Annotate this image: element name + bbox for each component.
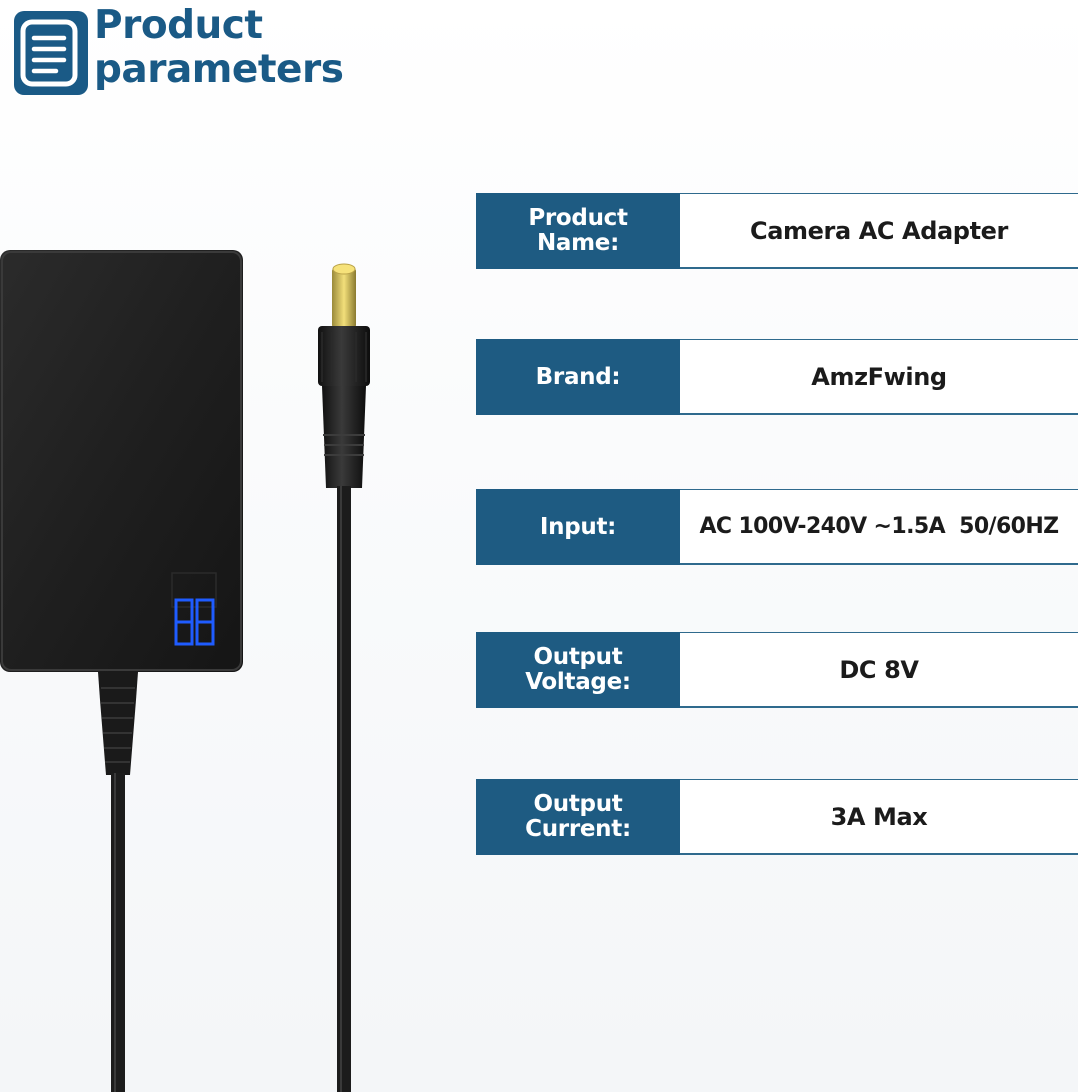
title-line-2: parameters: [94, 47, 344, 92]
spec-label-cell: Output Current:: [476, 779, 680, 855]
spec-value: DC 8V: [839, 655, 919, 684]
spec-value-cell: AmzFwing: [680, 339, 1078, 415]
spec-value-cell: 3A Max: [680, 779, 1078, 855]
spec-row-brand: Brand: AmzFwing: [476, 339, 1078, 415]
spec-label: Output Voltage:: [525, 644, 631, 695]
spec-value: AC 100V-240V ~1.5A 50/60HZ: [699, 514, 1059, 539]
spec-label-cell: Brand:: [476, 339, 680, 415]
title-line-1: Product: [94, 3, 263, 48]
spec-value: 3A Max: [830, 802, 928, 831]
spec-label-cell: Output Voltage:: [476, 632, 680, 708]
spec-row-output-voltage: Output Voltage: DC 8V: [476, 632, 1078, 708]
led-display: [171, 572, 217, 646]
spec-label: Output Current:: [525, 791, 631, 842]
spec-value: Camera AC Adapter: [750, 216, 1008, 245]
spec-value-cell: DC 8V: [680, 632, 1078, 708]
spec-value-cell: AC 100V-240V ~1.5A 50/60HZ: [680, 489, 1078, 565]
spec-value-cell: Camera AC Adapter: [680, 193, 1078, 269]
spec-value: AmzFwing: [811, 362, 947, 391]
spec-label-cell: Product Name:: [476, 193, 680, 269]
spec-label-cell: Input:: [476, 489, 680, 565]
plug-tip: [332, 268, 356, 328]
adapter-body: [0, 250, 243, 672]
spec-row-input: Input: AC 100V-240V ~1.5A 50/60HZ: [476, 489, 1078, 565]
spec-row-product-name: Product Name: Camera AC Adapter: [476, 193, 1078, 269]
spec-label: Brand:: [535, 363, 621, 390]
spec-label: Input:: [539, 513, 617, 540]
page-title: Product parameters: [94, 4, 394, 92]
document-list-icon: [14, 11, 88, 95]
spec-row-output-current: Output Current: 3A Max: [476, 779, 1078, 855]
spec-label: Product Name:: [528, 205, 628, 256]
ac-adapter-image: [0, 250, 370, 1092]
